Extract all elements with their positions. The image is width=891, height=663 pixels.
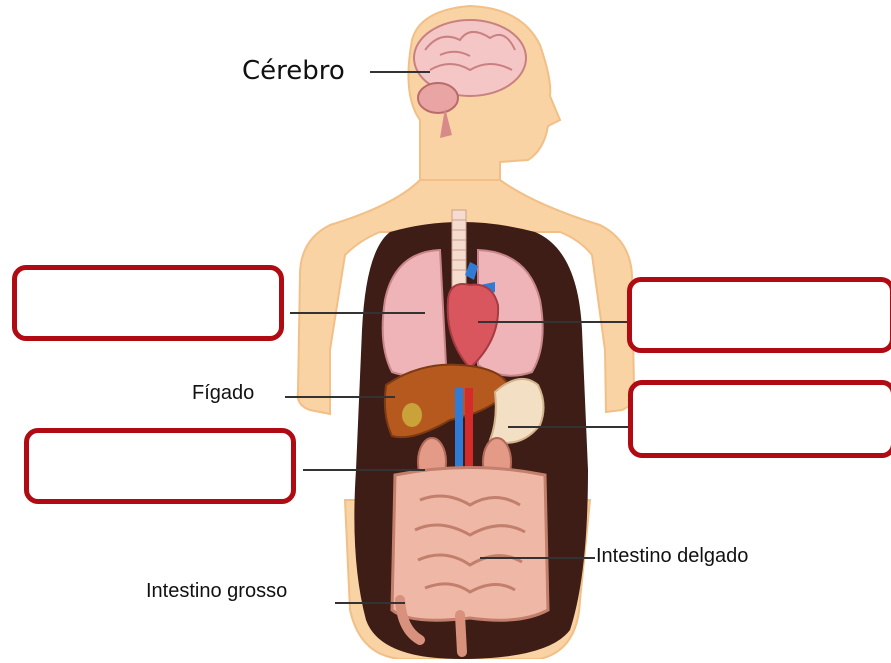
label-liver: Fígado: [192, 382, 254, 405]
answer-box-heart[interactable]: [627, 277, 891, 353]
answer-box-stomach[interactable]: [628, 380, 891, 458]
gallbladder-icon: [402, 403, 422, 427]
trachea-icon: [452, 210, 466, 290]
label-large-intestine: Intestino grosso: [146, 580, 287, 603]
answer-box-lungs[interactable]: [12, 265, 284, 341]
answer-box-kidneys[interactable]: [24, 428, 296, 504]
label-brain: Cérebro: [242, 56, 345, 86]
label-small-intestine: Intestino delgado: [596, 545, 748, 568]
